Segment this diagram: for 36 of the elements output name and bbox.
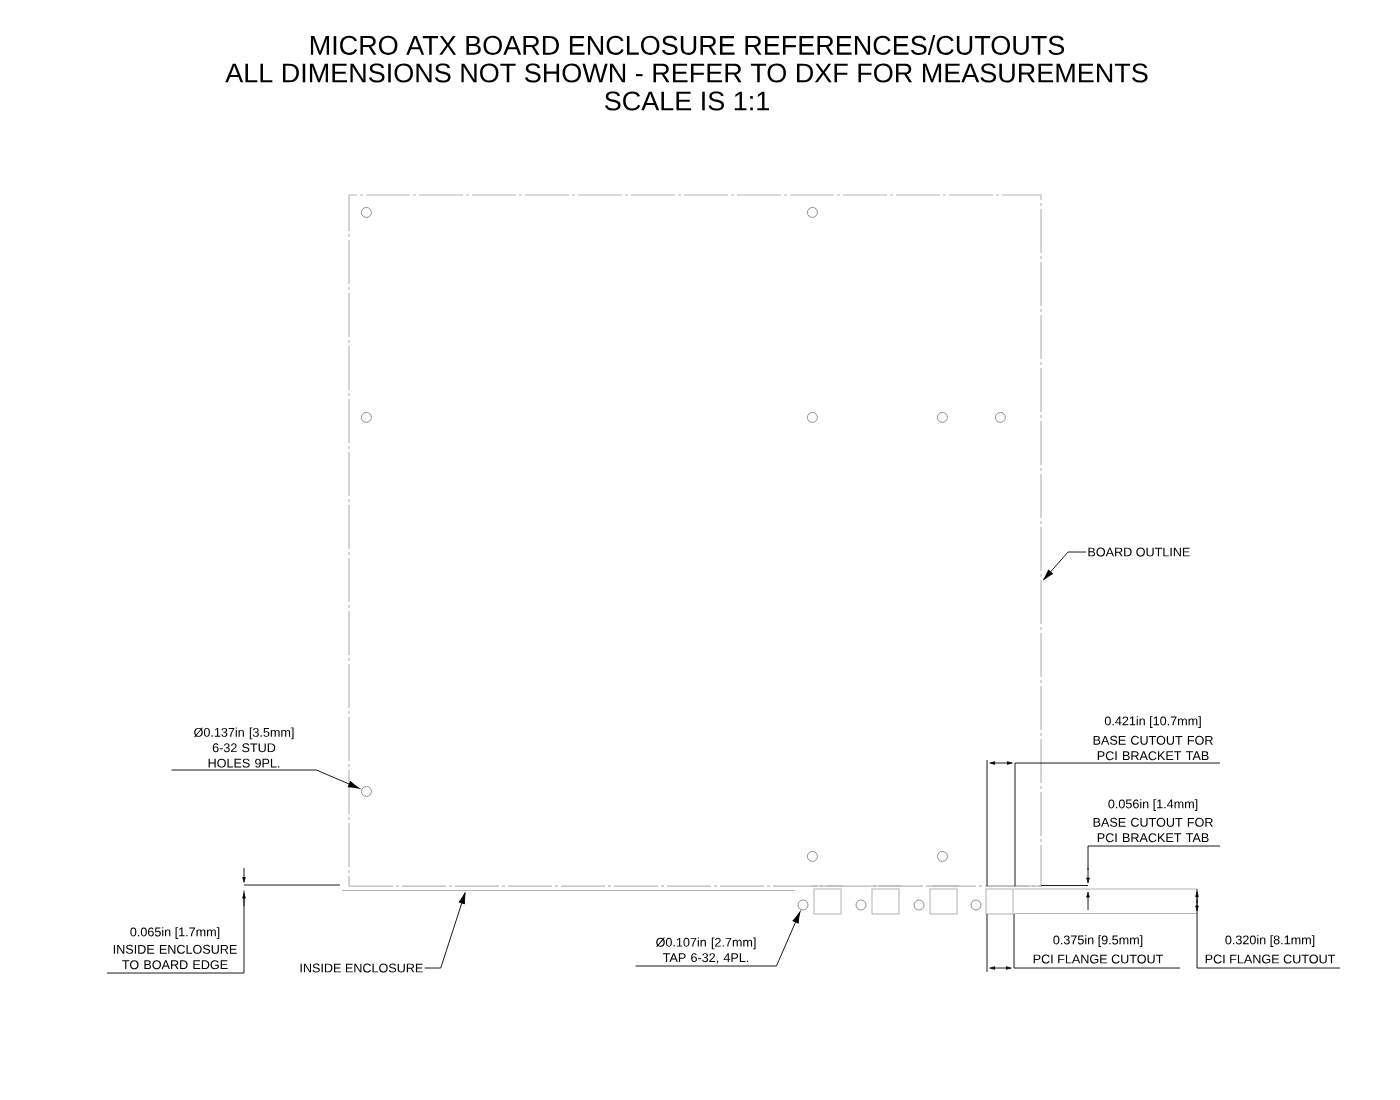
callout-text: INSIDE ENCLOSURE [300,963,423,973]
dimension-note: INSIDE ENCLOSURE TO BOARD EDGE [113,944,237,970]
stud-hole [995,412,1006,423]
dimension-note: BASE CUTOUT FOR PCI BRACKET TAB [1093,735,1213,761]
dimension-value: 0.320in [8.1mm] [1225,935,1315,947]
heading-line: ALL DIMENSIONS NOT SHOWN - REFER TO DXF FOR MEASUREMENTS [225,63,1148,83]
dimension-value: 0.056in [1.4mm] [1108,799,1198,811]
leader-line [635,911,801,967]
dimension-note: BASE CUTOUT FOR PCI BRACKET TAB [1093,817,1213,843]
dimension-value: 0.065in [1.7mm] [130,927,220,939]
tap-hole [855,899,867,911]
dimension-value: 0.375in [9.5mm] [1053,935,1143,947]
leader-line [171,769,360,789]
stud-hole [361,786,372,797]
stud-hole [807,851,818,862]
callout-text: Ø0.137in [3.5mm] 6-32 STUD HOLES 9PL. [194,727,294,768]
tap-hole [970,899,982,911]
dimension-note: PCI FLANGE CUTOUT [1033,954,1164,964]
tap-hole [797,899,809,911]
enclosure-line [341,890,796,892]
stud-hole [937,851,948,862]
stud-hole [361,207,372,218]
callout-text: Ø0.107in [2.7mm] TAP 6-32, 4PL. [656,937,756,964]
stud-hole [807,412,818,423]
title: MICRO ATX BOARD ENCLOSURE REFERENCES/CUTOUTS [310,35,1065,55]
dimension-value: 0.421in [10.7mm] [1104,716,1201,728]
dimension-note: PCI FLANGE CUTOUT [1205,954,1336,964]
tap-hole [913,899,925,911]
stud-hole [361,412,372,423]
stud-hole [807,207,818,218]
stud-hole [937,412,948,423]
heading-line: SCALE IS 1:1 [604,91,769,111]
leader-line [424,892,466,969]
callout-text: BOARD OUTLINE [1088,547,1190,557]
board-outline [348,194,1042,887]
leader-line [1043,551,1087,581]
